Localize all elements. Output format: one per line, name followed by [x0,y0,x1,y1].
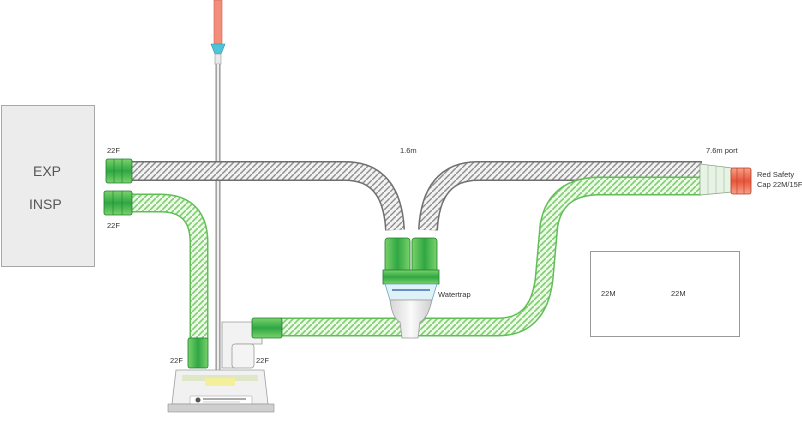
humidifier-chamber [167,317,283,413]
insp-port-connector [103,190,133,216]
port-label: 7.6m port [706,146,738,155]
ventilator-box [1,105,95,267]
adapter-inset [590,251,740,337]
exp-label: EXP [33,163,62,179]
red-cap-label-line1: Red Safety [757,170,795,179]
watertrap [382,237,440,339]
exp-port-label: 22F [107,146,120,155]
red-cap-label-line2: Cap 22M/15F [757,180,802,189]
exp-port-connector [105,158,133,184]
insp-port-label: 22F [107,221,120,230]
humidifier-in-label: 22F [170,356,183,365]
sample-line [210,0,226,372]
patient-port [699,163,733,196]
inspiratory-limb [132,176,702,340]
adapter-right-label: 22M [671,289,686,298]
humidifier-out-label: 22F [256,356,269,365]
limb-length-label: 1.6m [400,146,417,155]
red-safety-cap [730,167,752,195]
adapter-left-label: 22M [601,289,616,298]
insp-label: INSP [29,196,62,212]
expiratory-limb [130,161,702,231]
watertrap-label: Watertrap [438,290,471,299]
